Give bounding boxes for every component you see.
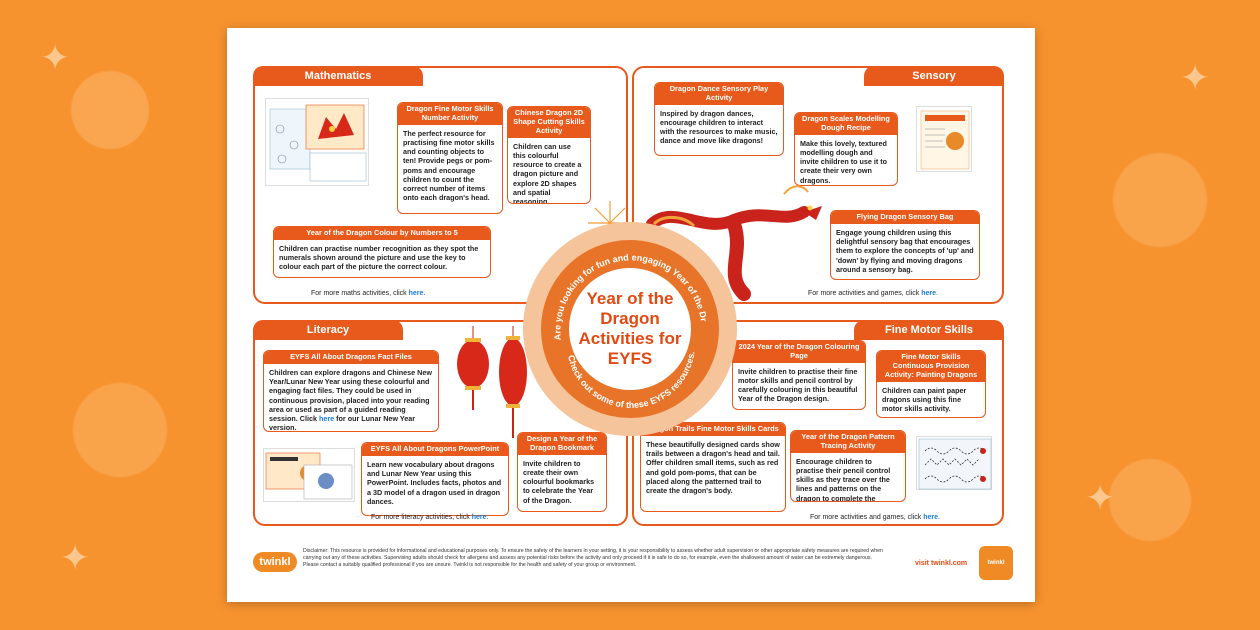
fine-motor-card-pattern-tracing[interactable]: Year of the Dragon Pattern Tracing Activ… [790, 430, 906, 502]
math-card-shape-cutting[interactable]: Chinese Dragon 2D Shape Cutting Skills A… [507, 106, 591, 204]
math-more-link: For more maths activities, click here. [311, 290, 425, 297]
sparkle-icon: ✦ [40, 37, 71, 78]
card-title: EYFS All About Dragons PowerPoint [362, 443, 508, 456]
twinkl-logo[interactable]: twinkl [253, 552, 297, 572]
literacy-panel: Literacy EYFS All About Dragons Fact Fil… [253, 320, 628, 526]
card-body: These beautifully designed cards show tr… [646, 439, 780, 495]
card-body: Make this lovely, textured modelling dou… [800, 138, 888, 185]
card-body: Children can use this colourful resource… [513, 141, 582, 204]
card-body: The perfect resource for practising fine… [403, 128, 495, 203]
literacy-here-link[interactable]: here [471, 514, 487, 521]
sensory-panel: Sensory Dragon Dance Sensory Play Activi… [632, 66, 1004, 304]
card-body: Encourage children to practise their pen… [796, 456, 891, 502]
card-body-text: Children can explore dragons and Chinese… [269, 367, 432, 423]
card-body: Learn new vocabulary about dragons and L… [367, 459, 502, 506]
card-body: Children can practise number recognition… [279, 243, 479, 272]
literacy-card-powerpoint[interactable]: EYFS All About Dragons PowerPoint Learn … [361, 442, 509, 516]
math-resource-thumbnail[interactable] [265, 98, 369, 186]
card-body-end: for our Lunar New Year version. [269, 413, 416, 432]
fine-motor-card-painting-dragons[interactable]: Fine Motor Skills Continuous Provision A… [876, 350, 986, 418]
more-link-end: . [936, 290, 938, 297]
footer: twinkl Disclaimer: This resource is prov… [253, 546, 1013, 586]
more-link-end: . [423, 290, 426, 297]
card-title: Design a Year of the Dragon Bookmark [518, 433, 606, 455]
math-tab: Mathematics [253, 66, 423, 86]
fine-motor-here-link[interactable]: here [923, 514, 938, 521]
chinese-lantern-icon [457, 326, 527, 438]
card-title: Year of the Dragon Colour by Numbers to … [274, 227, 490, 240]
sensory-card-sensory-bag[interactable]: Flying Dragon Sensory Bag Engage young c… [830, 210, 980, 280]
literacy-more-link: For more literacy activities, click here… [371, 514, 489, 521]
twinkl-badge: twinkl [979, 546, 1013, 580]
more-link-text: For more maths activities, click [311, 290, 409, 297]
math-card-number-activity[interactable]: Dragon Fine Motor Skills Number Activity… [397, 102, 503, 214]
card-body: Children can paint paper dragons using t… [882, 385, 967, 414]
literacy-card-fact-files[interactable]: EYFS All About Dragons Fact Files Childr… [263, 350, 439, 432]
more-link-text: For more activities and games, click [808, 290, 922, 297]
center-ring: Are you looking for fun and engaging Yea… [523, 222, 737, 436]
card-title: Dragon Trails Fine Motor Skills Cards [641, 423, 785, 436]
sensory-resource-thumbnail[interactable] [916, 106, 972, 172]
more-link-end: . [486, 514, 489, 521]
more-link-text: For more literacy activities, click [371, 514, 472, 521]
card-title: 2024 Year of the Dragon Colouring Page [733, 341, 865, 363]
lunar-new-year-here-link[interactable]: here [318, 413, 335, 423]
card-body: Invite children to practise their fine m… [738, 366, 858, 404]
sensory-card-dragon-dance[interactable]: Dragon Dance Sensory Play Activity Inspi… [654, 82, 784, 156]
fine-motor-card-colouring-page[interactable]: 2024 Year of the Dragon Colouring Page I… [732, 340, 866, 410]
sensory-card-modelling-dough[interactable]: Dragon Scales Modelling Dough Recipe Mak… [794, 112, 898, 186]
disclaimer-text: Disclaimer: This resource is provided fo… [303, 548, 883, 569]
more-link-end: . [938, 514, 940, 521]
card-title: Chinese Dragon 2D Shape Cutting Skills A… [508, 107, 590, 138]
card-title: Fine Motor Skills Continuous Provision A… [877, 351, 985, 382]
fine-motor-panel: Fine Motor Skills 2024 Year of the Drago… [632, 320, 1004, 526]
sensory-more-link: For more activities and games, click her… [808, 290, 938, 297]
center-title: Year of the Dragon Activities for EYFS [578, 288, 682, 369]
center-title-disc: Year of the Dragon Activities for EYFS [569, 268, 691, 390]
sparkle-icon: ✦ [1085, 477, 1116, 518]
sensory-tab: Sensory [864, 66, 1004, 86]
activity-sheet: Mathematics Dragon Fine Motor Skills Num… [227, 28, 1035, 602]
literacy-card-bookmark[interactable]: Design a Year of the Dragon Bookmark Inv… [517, 432, 607, 512]
fine-motor-tracing-thumbnail[interactable] [916, 436, 992, 490]
fine-motor-card-dragon-trails[interactable]: Dragon Trails Fine Motor Skills Cards Th… [640, 422, 786, 512]
math-here-link[interactable]: here [408, 290, 424, 297]
card-title: Dragon Dance Sensory Play Activity [655, 83, 783, 105]
card-body: Engage young children using this delight… [836, 227, 974, 274]
fine-motor-more-link: For more activities and games, click her… [810, 514, 940, 521]
card-title: Year of the Dragon Pattern Tracing Activ… [791, 431, 905, 453]
sparkle-icon: ✦ [60, 537, 91, 578]
more-link-text: For more activities and games, click [810, 514, 924, 521]
sparkle-icon: ✦ [1180, 57, 1211, 98]
card-title: Dragon Fine Motor Skills Number Activity [398, 103, 502, 125]
red-dragon-illustration [646, 185, 822, 301]
card-body: Invite children to create their own colo… [523, 458, 595, 505]
literacy-powerpoint-thumbnail[interactable] [263, 448, 355, 502]
sensory-here-link[interactable]: here [921, 290, 936, 297]
card-body: Inspired by dragon dances, encourage chi… [660, 108, 778, 146]
center-ring-inner: Are you looking for fun and engaging Yea… [541, 240, 719, 418]
fine-motor-tab: Fine Motor Skills [854, 320, 1004, 340]
math-card-colour-by-numbers[interactable]: Year of the Dragon Colour by Numbers to … [273, 226, 491, 278]
card-title: Dragon Scales Modelling Dough Recipe [795, 113, 897, 135]
card-title: EYFS All About Dragons Fact Files [264, 351, 438, 364]
visit-twinkl-link[interactable]: visit twinkl.com [915, 560, 968, 567]
card-title: Flying Dragon Sensory Bag [831, 211, 979, 224]
math-panel: Mathematics Dragon Fine Motor Skills Num… [253, 66, 632, 304]
literacy-tab: Literacy [253, 320, 403, 340]
card-body: Children can explore dragons and Chinese… [264, 364, 438, 432]
